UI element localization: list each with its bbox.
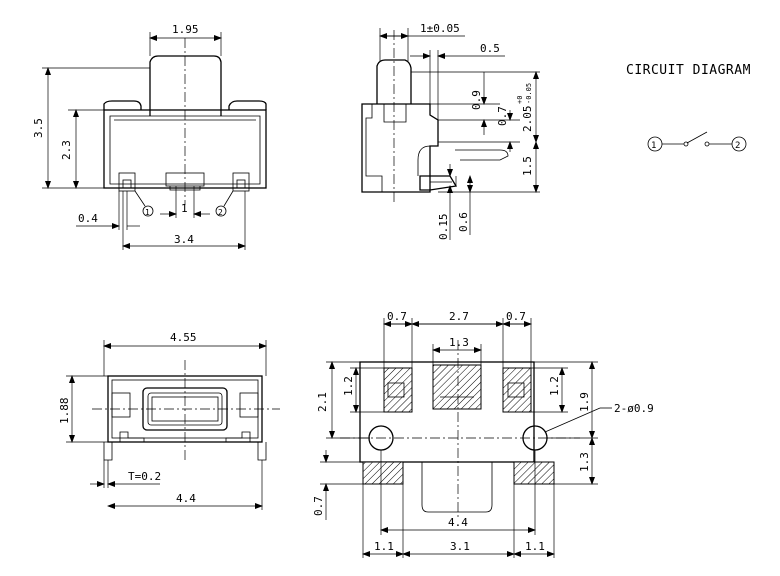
dim-c-tol-upper: +0 (516, 96, 524, 104)
side-view: 1±0.05 0.5 0.9 0.7 2.05 +0 -0.05 1.5 0.1… (361, 22, 540, 241)
dim-right-bottom: 1.1 (525, 540, 545, 553)
dim-tolerance: 1±0.05 (420, 22, 460, 35)
circuit-terminal-2: 2 (735, 141, 740, 151)
front-view: 1.95 3.5 2.3 1 2 0.4 1 3.4 (32, 23, 267, 250)
dim-c-tol-lower: -0.05 (525, 83, 533, 104)
circuit-title: CIRCUIT DIAGRAM (626, 63, 751, 78)
dim-hole-label: 2-ø0.9 (614, 402, 654, 415)
dim-actuator-width: 1.95 (172, 23, 199, 36)
dim-lower-pad: 1.3 (578, 452, 591, 472)
dim-b: 0.7 (496, 106, 509, 126)
dim-a: 0.9 (470, 90, 483, 110)
dim-pin-gap: 1 (181, 202, 188, 215)
dim-right-pad: 0.7 (506, 310, 526, 323)
top-view: 4.55 1.88 T=0.2 4.4 (58, 331, 280, 510)
dim-thickness: T=0.2 (128, 470, 161, 483)
dim-height: 1.88 (58, 398, 71, 425)
dim-mid: 2.7 (449, 310, 469, 323)
dim-left-bottom: 1.1 (374, 540, 394, 553)
dim-center-pad: 1.3 (449, 336, 469, 349)
dim-right-outer: 1.9 (578, 392, 591, 412)
dim-c-main: 2.05 (521, 106, 534, 133)
dim-span: 4.4 (176, 492, 196, 505)
dim-pin-width: 0.4 (78, 212, 98, 225)
dim-f: 0.6 (457, 212, 470, 232)
dim-right-inner: 1.2 (548, 376, 561, 396)
dim-left-height: 1.2 (342, 376, 355, 396)
dim-total-height: 2.1 (316, 392, 329, 412)
dim-top: 0.5 (480, 42, 500, 55)
dim-total-height: 3.5 (32, 118, 45, 138)
circuit-terminal-1: 1 (651, 141, 656, 151)
dim-span-pcb: 4.4 (448, 516, 468, 529)
dim-left-pad: 0.7 (387, 310, 407, 323)
pin-2-label: 2 (218, 208, 223, 217)
dim-body-height: 2.3 (60, 140, 73, 160)
dim-bottom-pad: 0.7 (312, 496, 325, 516)
circuit-diagram: CIRCUIT DIAGRAM 1 2 (626, 63, 751, 152)
dim-center-bottom: 3.1 (450, 540, 470, 553)
dim-width: 4.55 (170, 331, 197, 344)
pcb-layout: 0.7 2.7 0.7 1.3 1.2 2.1 1.2 1.9 2-ø0.9 1… (312, 310, 654, 558)
pin-1-label: 1 (145, 208, 150, 217)
dim-e: 0.15 (437, 214, 450, 241)
dim-d: 1.5 (521, 156, 534, 176)
dim-pitch: 3.4 (174, 233, 194, 246)
